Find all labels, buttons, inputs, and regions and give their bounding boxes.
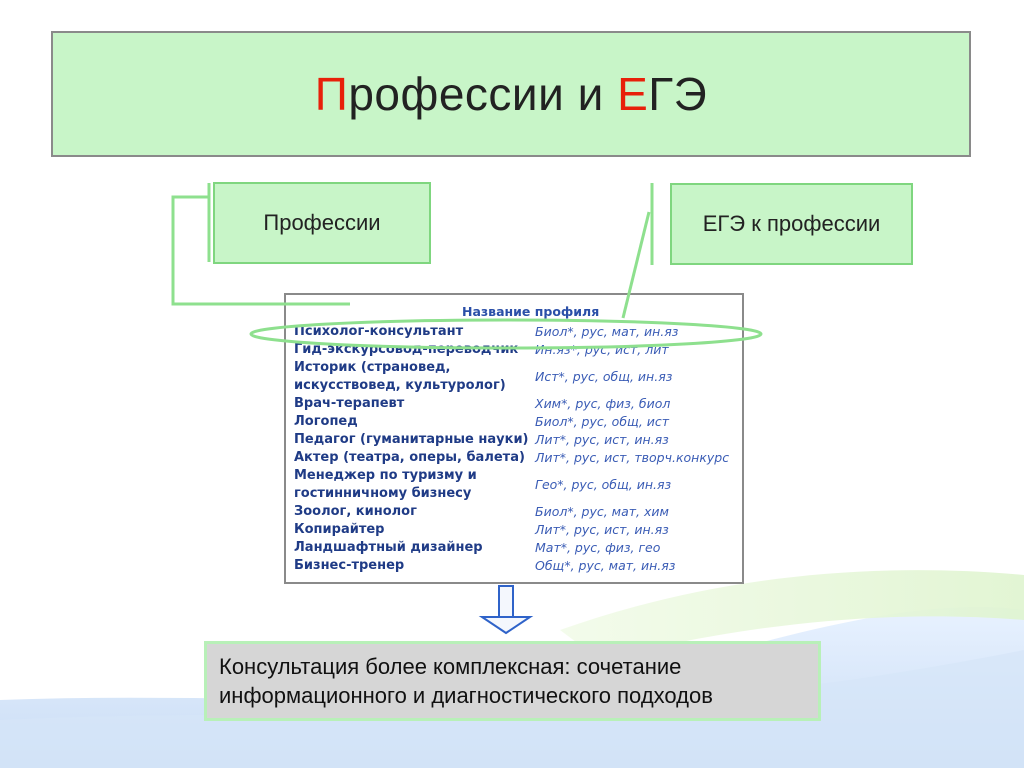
professions-label: Профессии [263,210,381,235]
table-row: Зоолог, кинолог Биол*, рус, мат, хим [286,503,742,521]
profession-name: Копирайтер [294,521,385,539]
profession-name-line: Актер (театра, оперы, балета) [294,450,525,465]
profession-name-line: Педагог (гуманитарные науки) [294,432,529,447]
profession-name-line: Психолог-консультант [294,324,464,339]
profession-name: Бизнес-тренер [294,557,404,575]
conclusion-line-1: Консультация более комплексная: сочетани… [219,654,682,679]
table-row: Врач-терапевт Хим*, рус, физ, биол [286,395,742,413]
exam-subjects: Ин.яз*, рус, ист, лит [535,342,669,357]
table-row: Ландшафтный дизайнер Мат*, рус, физ, гео [286,539,742,557]
profession-name: Психолог-консультант [294,323,463,341]
conclusion-box: Консультация более комплексная: сочетани… [204,641,821,721]
title-accent-letter-1: П [314,68,349,120]
ege-label-box: ЕГЭ к профессии [670,183,913,265]
exam-subjects: Общ*, рус, мат, ин.яз [535,558,676,573]
profession-name: Логопед [294,413,358,431]
title-text-part-2: ГЭ [648,68,708,120]
professions-label-box: Профессии [213,182,431,264]
table-row: Менеджер по туризму и гостинничному бизне… [286,467,742,503]
profession-name-line: Логопед [294,414,358,429]
exam-subjects: Ист*, рус, общ, ин.яз [535,369,673,384]
exam-subjects: Лит*, рус, ист, творч.конкурс [535,450,730,465]
profession-name-line: гостинничному бизнесу [294,486,472,501]
profession-name: Менеджер по туризму и гостинничному бизне… [294,467,477,503]
exam-subjects: Лит*, рус, ист, ин.яз [535,522,669,537]
exam-subjects: Хим*, рус, физ, биол [535,396,671,411]
title-text-part-1: рофессии и [348,68,618,120]
profession-name: Врач-терапевт [294,395,404,413]
exam-subjects: Гео*, рус, общ, ин.яз [535,477,672,492]
profession-name-line: Копирайтер [294,522,385,537]
ege-label: ЕГЭ к профессии [702,211,881,236]
table-row: Логопед Биол*, рус, общ, ист [286,413,742,431]
table-header: Название профиля [462,304,600,319]
table-row: Копирайтер Лит*, рус, ист, ин.яз [286,521,742,539]
profession-name-line: искусствовед, культуролог) [294,378,506,393]
profession-name-line: Гид-экскурсовод-переводчик [294,342,519,357]
table-row: Актер (театра, оперы, балета) Лит*, рус, … [286,449,742,467]
profession-name-line: Историк (страновед, [294,360,451,375]
title-accent-letter-2: Е [617,68,649,120]
exam-subjects: Биол*, рус, мат, ин.яз [535,324,679,339]
exam-subjects: Биол*, рус, общ, ист [535,414,670,429]
profession-name: Актер (театра, оперы, балета) [294,449,525,467]
profession-name-line: Зоолог, кинолог [294,504,417,519]
profession-name-line: Ландшафтный дизайнер [294,540,483,555]
exam-subjects: Биол*, рус, мат, хим [535,504,669,519]
table-row: Историк (страновед, искусствовед, культур… [286,359,742,395]
profession-name-line: Бизнес-тренер [294,558,405,573]
table-row: Гид-экскурсовод-переводчик Ин.яз*, рус, и… [286,341,742,359]
table-row: Психолог-консультант Биол*, рус, мат, ин.… [286,323,742,341]
profession-name-line: Врач-терапевт [294,396,405,411]
exam-subjects: Лит*, рус, ист, ин.яз [535,432,669,447]
profession-name: Историк (страновед, искусствовед, культур… [294,359,506,395]
profession-name-line: Менеджер по туризму и [294,468,477,483]
table-row: Педагог (гуманитарные науки) Лит*, рус, и… [286,431,742,449]
title-banner: Профессии и ЕГЭ [51,31,971,157]
profession-name: Гид-экскурсовод-переводчик [294,341,518,359]
profession-name: Ландшафтный дизайнер [294,539,483,557]
profession-name: Педагог (гуманитарные науки) [294,431,529,449]
profession-name: Зоолог, кинолог [294,503,417,521]
page-title: Профессии и ЕГЭ [315,67,707,121]
conclusion-line-2: информационного и диагностического подхо… [219,683,713,708]
table-row: Бизнес-тренер Общ*, рус, мат, ин.яз [286,557,742,575]
exam-subjects: Мат*, рус, физ, гео [535,540,661,555]
